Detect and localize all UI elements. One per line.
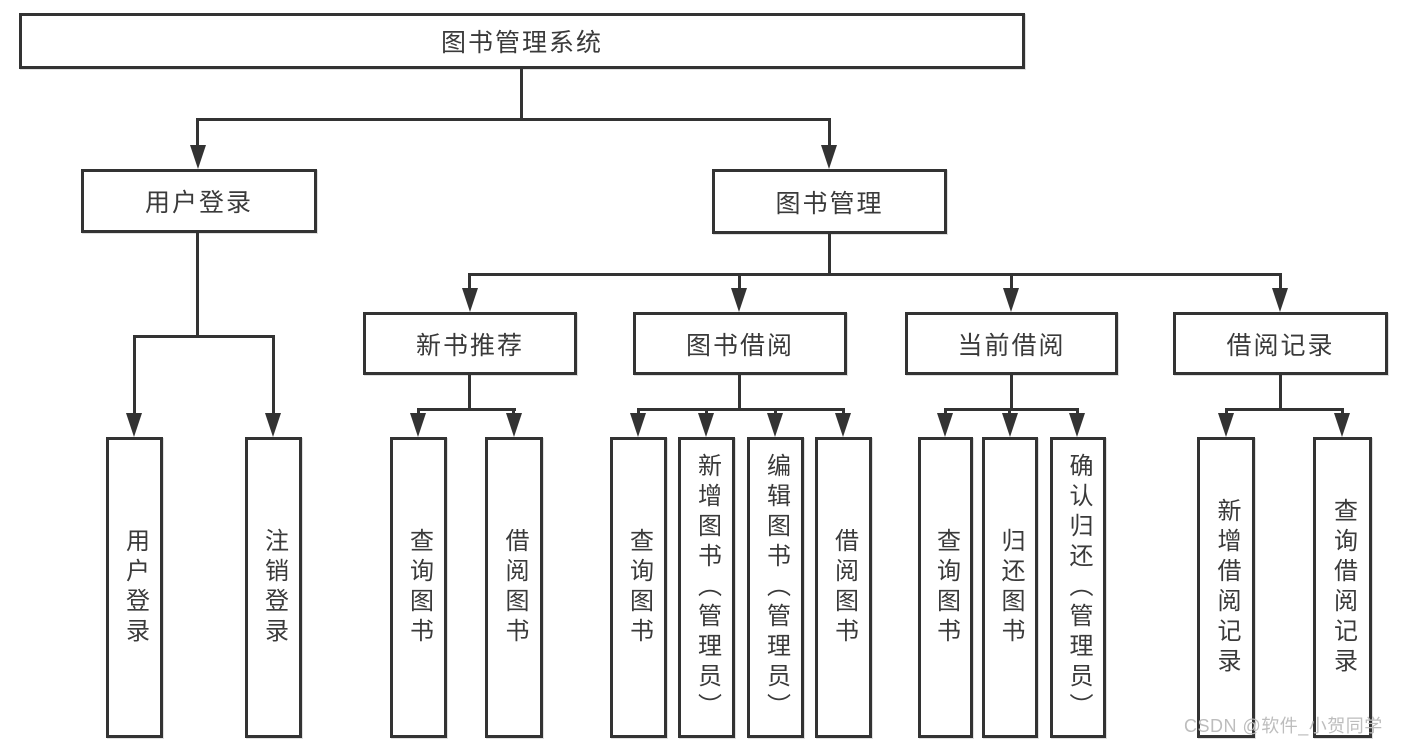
node-new-book-recommend: 新书推荐 — [363, 312, 577, 375]
leaf-label: 新增借阅记录 — [1213, 497, 1240, 678]
leaf-edit-books-admin: 编辑图书（管理员） — [747, 437, 804, 738]
connector-current-bus — [944, 408, 1078, 411]
node-book-borrowing: 图书借阅 — [633, 312, 847, 375]
connector-records-stem — [1279, 375, 1282, 410]
leaf-search-books-recommend: 查询图书 — [390, 437, 447, 738]
connector-level3-drop — [1279, 273, 1282, 293]
leaf-add-borrow-record: 新增借阅记录 — [1197, 437, 1255, 738]
node-borrowing-records: 借阅记录 — [1173, 312, 1388, 375]
node-label: 用户登录 — [144, 189, 253, 217]
connector-recommend-bus — [417, 408, 516, 411]
connector-level3-drop — [468, 273, 471, 293]
node-label: 图书管理系统 — [440, 29, 603, 57]
connector-level2-bus — [196, 118, 830, 121]
leaf-search-books-borrowing: 查询图书 — [610, 437, 667, 738]
leaf-label: 借阅图书 — [830, 527, 858, 648]
leaf-label: 注销登录 — [260, 527, 288, 648]
arrowhead-book-borrowing — [731, 288, 747, 312]
leaf-label: 归还图书 — [997, 527, 1024, 648]
node-label: 图书借阅 — [685, 331, 794, 360]
arrowhead-leaf-search-books — [630, 413, 646, 437]
connector-level3-drop — [738, 273, 741, 293]
arrowhead-leaf-search-books — [410, 413, 426, 437]
leaf-label: 新增图书（管理员） — [693, 452, 721, 723]
connector-user-login-bus — [133, 335, 275, 338]
leaf-label: 编辑图书（管理员） — [762, 452, 790, 723]
connector-book-mgmt-stem — [828, 234, 831, 275]
arrowhead-user-login — [190, 145, 206, 169]
arrowhead-leaf-add-record — [1218, 413, 1234, 437]
connector-level3-bus — [468, 273, 1281, 276]
node-label: 借阅记录 — [1226, 331, 1335, 360]
arrowhead-borrowing-records — [1272, 288, 1288, 312]
arrowhead-leaf-borrow-books — [835, 413, 851, 437]
connector-user-login-drop — [196, 118, 199, 150]
node-current-borrowing: 当前借阅 — [905, 312, 1118, 375]
leaf-borrow-books: 借阅图书 — [815, 437, 872, 738]
connector-user-login-stem — [196, 233, 199, 337]
arrowhead-leaf-return-books — [1002, 413, 1018, 437]
arrowhead-leaf-search-record — [1334, 413, 1350, 437]
connector-current-stem — [1010, 375, 1013, 410]
connector-leaf-drop — [272, 335, 275, 419]
arrowhead-current-borrowing — [1003, 288, 1019, 312]
node-book-management: 图书管理 — [712, 169, 947, 234]
arrowhead-leaf-confirm-return — [1069, 413, 1085, 437]
leaf-label: 查询图书 — [932, 527, 960, 648]
node-root-library-management-system: 图书管理系统 — [19, 13, 1025, 69]
connector-level3-drop — [1010, 273, 1013, 293]
leaf-label: 借阅图书 — [501, 527, 528, 648]
arrowhead-new-book-recommend — [462, 288, 478, 312]
leaf-search-borrow-record: 查询借阅记录 — [1313, 437, 1372, 738]
leaf-label: 查询借阅记录 — [1329, 497, 1357, 678]
leaf-label: 查询图书 — [625, 527, 653, 648]
arrowhead-book-mgmt — [821, 145, 837, 169]
node-label: 新书推荐 — [415, 331, 524, 360]
connector-book-mgmt-drop — [828, 118, 831, 150]
leaf-logout: 注销登录 — [245, 437, 302, 738]
arrowhead-leaf-add-books — [698, 413, 714, 437]
leaf-label: 查询图书 — [405, 527, 433, 648]
leaf-label: 用户登录 — [121, 527, 149, 648]
leaf-label: 确认归还（管理员） — [1065, 452, 1092, 723]
leaf-borrow-books-recommend: 借阅图书 — [485, 437, 543, 738]
arrowhead-leaf-borrow-books — [506, 413, 522, 437]
arrowhead-leaf-edit-books — [767, 413, 783, 437]
leaf-search-books-current: 查询图书 — [918, 437, 973, 738]
connector-borrowing-stem — [738, 375, 741, 410]
node-user-login: 用户登录 — [81, 169, 317, 233]
leaf-confirm-return-admin: 确认归还（管理员） — [1050, 437, 1106, 738]
connector-borrowing-bus — [637, 408, 844, 411]
arrowhead-leaf-search-books — [937, 413, 953, 437]
arrowhead-leaf-logout — [265, 413, 281, 437]
leaf-return-books: 归还图书 — [982, 437, 1038, 738]
csdn-watermark: CSDN @软件_小贺同学 — [1184, 716, 1383, 736]
connector-leaf-drop — [133, 335, 136, 419]
node-label: 当前借阅 — [957, 331, 1066, 360]
node-label: 图书管理 — [775, 189, 884, 218]
leaf-user-login: 用户登录 — [106, 437, 163, 738]
connector-records-bus — [1225, 408, 1342, 411]
connector-root-stem — [520, 69, 523, 120]
connector-recommend-stem — [468, 375, 471, 410]
arrowhead-leaf-user-login — [126, 413, 142, 437]
leaf-add-books-admin: 新增图书（管理员） — [678, 437, 735, 738]
